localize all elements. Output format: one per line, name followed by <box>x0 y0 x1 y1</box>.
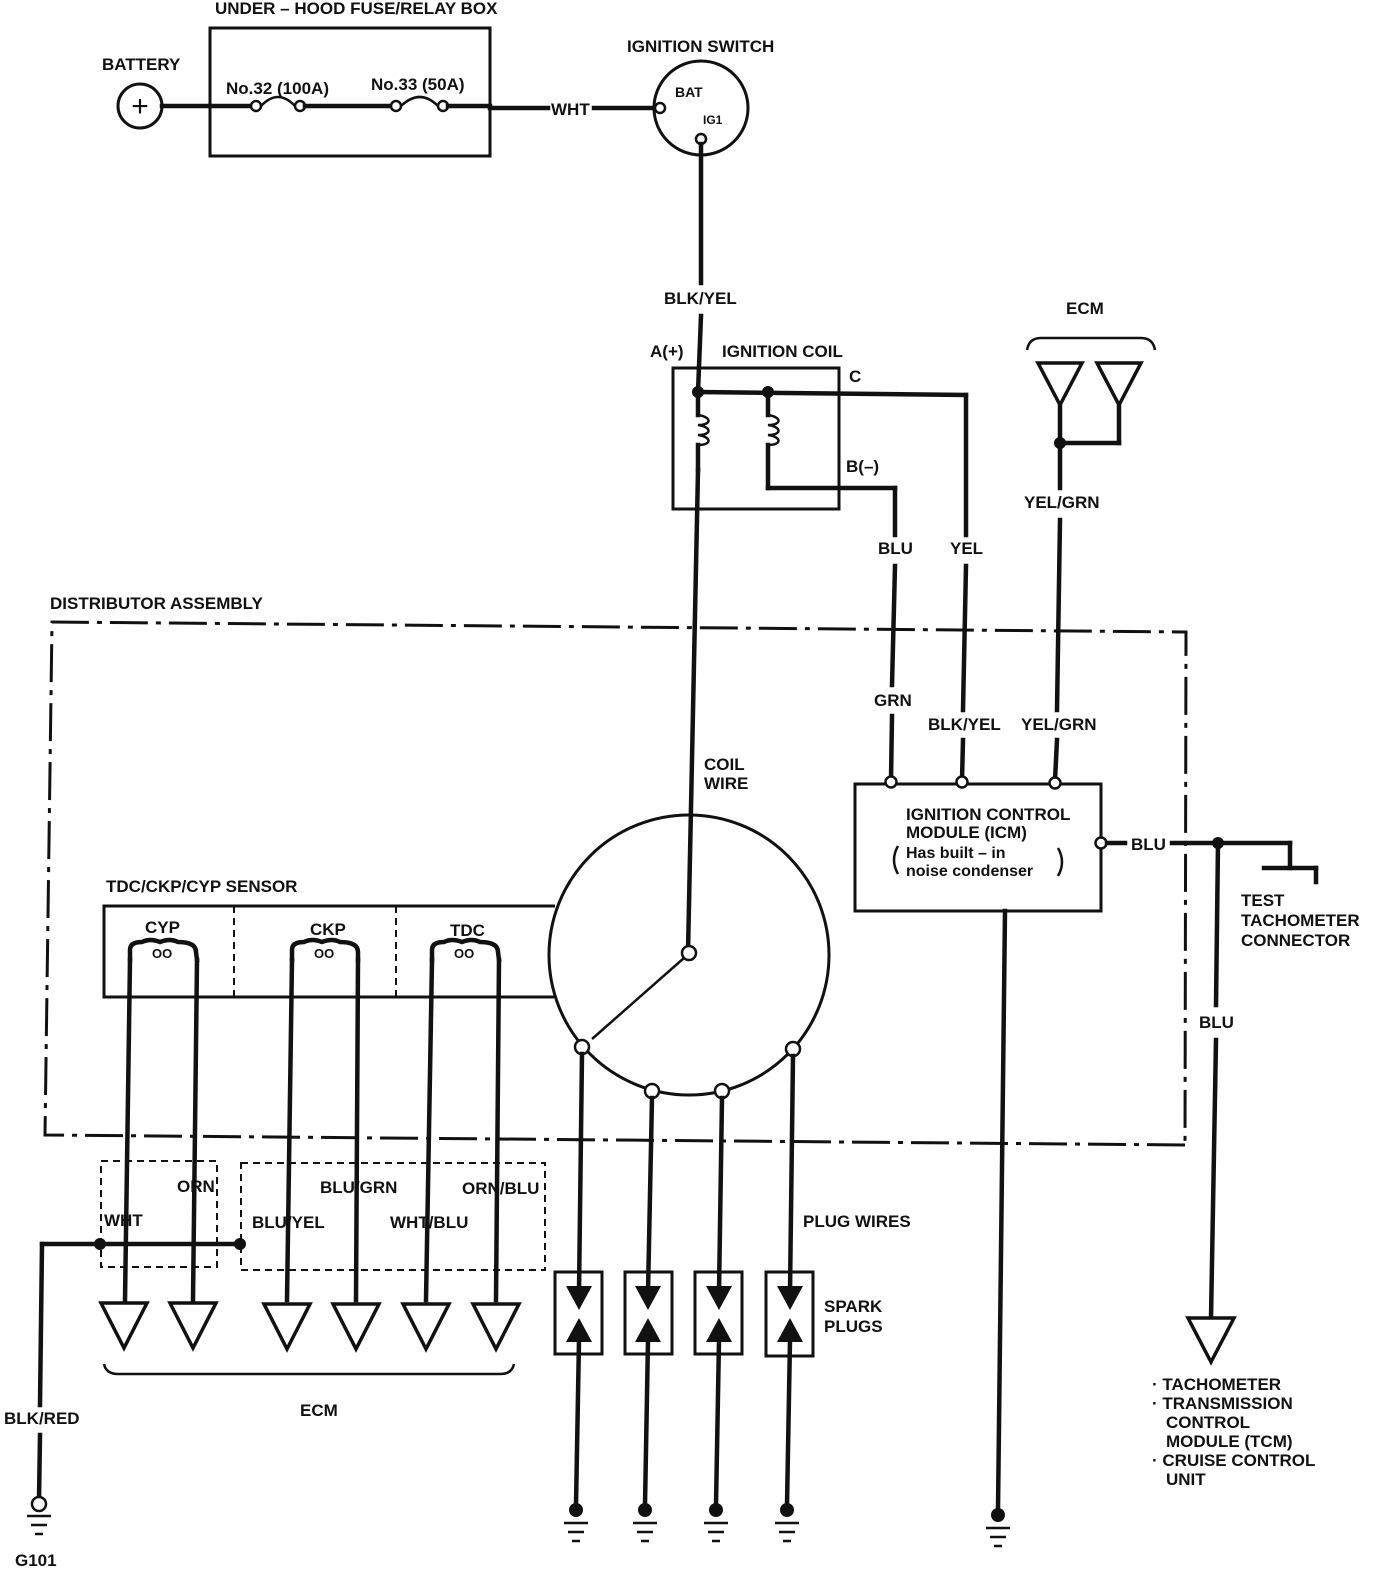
wire-label-blu-grn: BLU/GRN <box>320 1178 397 1197</box>
cyp-sensor-coil: OO <box>127 937 200 963</box>
wire-label-yel-coil: YEL <box>950 539 983 558</box>
distributor-assembly-label: DISTRIBUTOR ASSEMBLY <box>50 594 264 613</box>
tdc-sensor-coil: OO <box>429 937 502 963</box>
dest-label-4: MODULE (TCM) <box>1166 1432 1293 1451</box>
wire-label-blu-icm: BLU <box>1131 835 1166 854</box>
svg-text:OO: OO <box>314 946 334 961</box>
ground-label: G101 <box>15 1551 57 1570</box>
wire-label-orn: ORN <box>177 1177 215 1196</box>
spark-plug-2 <box>623 1095 674 1543</box>
coil-terminal-c-label: C <box>849 367 861 386</box>
icm-label-4: noise condenser <box>906 863 1033 880</box>
test-tach-label-3: CONNECTOR <box>1241 931 1350 950</box>
wire-label-blk-yel-icm: BLK/YEL <box>928 715 1001 734</box>
connector-ckp-tdc <box>240 1162 546 1271</box>
dest-label-5: · CRUISE CONTROL <box>1152 1451 1315 1470</box>
wire-label-blu-yel: BLU/YEL <box>252 1213 325 1232</box>
ignition-switch <box>652 59 750 157</box>
wire-label-yel-grn-icm: YEL/GRN <box>1021 715 1097 734</box>
battery-label: BATTERY <box>102 55 181 74</box>
rotor-arm <box>591 957 685 1040</box>
ignition-coil-label: IGNITION COIL <box>722 342 843 361</box>
sensor-housing <box>102 904 555 999</box>
coil-terminal-b-label: B(–) <box>846 457 879 476</box>
rotor-center <box>680 944 698 962</box>
wire-label-blu-right: BLU <box>1199 1013 1234 1032</box>
g101-ground-symbol <box>27 1495 51 1536</box>
ignition-switch-label: IGNITION SWITCH <box>627 37 774 56</box>
fuse-relay-box <box>208 26 492 158</box>
distributor-assembly-boundary <box>43 620 1188 1147</box>
dest-label-3: CONTROL <box>1166 1413 1250 1432</box>
ignition-coil <box>692 386 969 491</box>
ignition-coil-box <box>671 366 841 511</box>
test-tach-label-2: TACHOMETER <box>1241 911 1360 930</box>
sensor-label: TDC/CKP/CYP SENSOR <box>106 877 297 896</box>
ecm-bottom-brace <box>102 1363 516 1376</box>
fuse-box-label: UNDER – HOOD FUSE/RELAY BOX <box>215 0 498 18</box>
ecm-top-terminal-1 <box>1035 361 1085 409</box>
svg-text:OO: OO <box>454 946 474 961</box>
icm-label-2: MODULE (ICM) <box>906 823 1027 842</box>
spark-plug-4 <box>764 1053 815 1543</box>
svg-text:OO: OO <box>152 946 172 961</box>
spark-plugs-label-2: PLUGS <box>824 1317 883 1336</box>
distributor-cap <box>547 813 831 1097</box>
ckp-sensor-coil: OO <box>289 937 361 963</box>
plug-wires-label: PLUG WIRES <box>803 1212 911 1231</box>
wire-label-blk-yel-top: BLK/YEL <box>664 289 737 308</box>
spark-plug-3 <box>693 1095 744 1543</box>
wire-label-orn-blu: ORN/BLU <box>462 1179 539 1198</box>
icm-label-3: Has built – in <box>906 845 1006 862</box>
spark-plug-1 <box>553 1051 604 1543</box>
wire-label-blk-red: BLK/RED <box>4 1409 80 1428</box>
ckp-label: CKP <box>310 920 346 939</box>
wire-label-grn: GRN <box>874 691 912 710</box>
coil-wire-label-2: WIRE <box>704 774 748 793</box>
ecm-top-terminal-2 <box>1094 361 1144 409</box>
dest-label-6: UNIT <box>1166 1470 1206 1489</box>
fuse-32 <box>207 95 393 113</box>
ecm-bottom-label: ECM <box>300 1401 338 1420</box>
wire-label-wht-top: WHT <box>551 100 590 119</box>
fuse-32-label: No.32 (100A) <box>226 79 329 98</box>
tdc-label: TDC <box>450 921 485 940</box>
battery: + <box>116 82 164 130</box>
bat-terminal-label: BAT <box>675 84 703 100</box>
coil-wire-label-1: COIL <box>704 755 745 774</box>
wire-label-blu-coil: BLU <box>878 539 913 558</box>
ecm-bottom-terminals <box>98 1301 522 1353</box>
wire-label-wht-blu: WHT/BLU <box>390 1213 468 1232</box>
icm-label-1: IGNITION CONTROL <box>906 805 1070 824</box>
wire-label-yel-grn-top: YEL/GRN <box>1024 493 1100 512</box>
dest-label-1: · TACHOMETER <box>1152 1375 1281 1394</box>
dest-label-2: · TRANSMISSION <box>1152 1394 1293 1413</box>
ig1-terminal-label: IG1 <box>703 113 723 127</box>
battery-symbol: + <box>131 90 149 123</box>
spark-plugs-label-1: SPARK <box>824 1297 883 1316</box>
wire-label-wht: WHT <box>104 1211 143 1230</box>
icm-ground-symbol <box>986 1508 1010 1548</box>
test-tach-label-1: TEST <box>1241 891 1285 910</box>
ecm-top-brace <box>1025 336 1157 351</box>
ecm-top-label: ECM <box>1066 299 1104 318</box>
connector-cyp <box>100 1160 218 1268</box>
cyp-label: CYP <box>145 918 180 937</box>
fuse-33-label: No.33 (50A) <box>371 75 465 94</box>
coil-terminal-a-label: A(+) <box>650 342 684 361</box>
tachometer-terminal <box>1185 1316 1237 1366</box>
coil-wire <box>685 467 701 955</box>
fuse-33 <box>389 95 493 113</box>
